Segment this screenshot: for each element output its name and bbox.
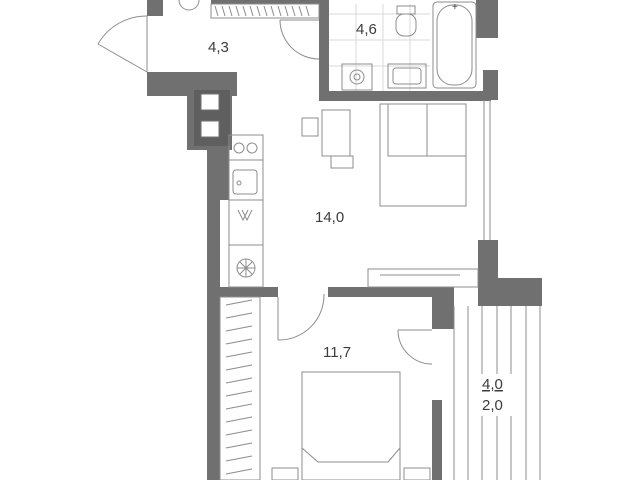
loggia-door	[397, 329, 433, 365]
duct	[200, 120, 220, 138]
wall-segment	[211, 0, 319, 4]
toilet	[395, 5, 417, 37]
bathtub	[432, 1, 477, 89]
tv-stand	[367, 268, 479, 288]
wall-segment	[220, 287, 278, 297]
bathroom-sink	[387, 63, 427, 89]
wall-segment	[319, 91, 491, 101]
wall-segment	[476, 0, 498, 38]
wall-segment	[432, 287, 454, 329]
fridge-icon	[236, 258, 256, 278]
wall-segment	[147, 0, 163, 16]
wardrobe-hall	[210, 3, 320, 19]
dining-table	[301, 109, 354, 169]
stove-icon	[233, 142, 258, 154]
wall-segment	[478, 240, 498, 286]
loggia-reduced-area: 2,0	[482, 397, 503, 414]
room-area-kitchen-living: 14,0	[315, 209, 344, 226]
dishwasher-icon	[237, 209, 253, 222]
room-area-bedroom: 11,7	[323, 344, 351, 361]
duct	[200, 93, 220, 111]
bathroom-door	[279, 19, 320, 60]
room-area-bathroom: 4,6	[356, 21, 377, 38]
window	[483, 100, 491, 240]
wall-segment	[483, 70, 498, 100]
sofa	[379, 103, 467, 207]
wall-segment	[207, 140, 229, 200]
wall-segment	[319, 0, 329, 100]
wall-segment	[478, 278, 542, 306]
loggia-area: 4,0	[482, 376, 503, 393]
kitchen-sink	[232, 169, 258, 195]
wall-segment	[328, 287, 448, 297]
bed	[271, 371, 431, 480]
bedroom-door	[277, 293, 325, 341]
hall-fixture	[178, 0, 200, 11]
washing-machine	[341, 63, 373, 91]
ducts	[200, 93, 220, 138]
entrance-door	[97, 15, 148, 73]
room-area-hall: 4,3	[208, 39, 229, 56]
wall-segment	[207, 200, 220, 480]
wall-segment	[432, 400, 442, 480]
wardrobe-bedroom	[219, 296, 261, 480]
tap-icon: +	[452, 2, 458, 13]
loggia-label-bg	[478, 374, 514, 416]
kitchen-counter	[228, 134, 264, 288]
